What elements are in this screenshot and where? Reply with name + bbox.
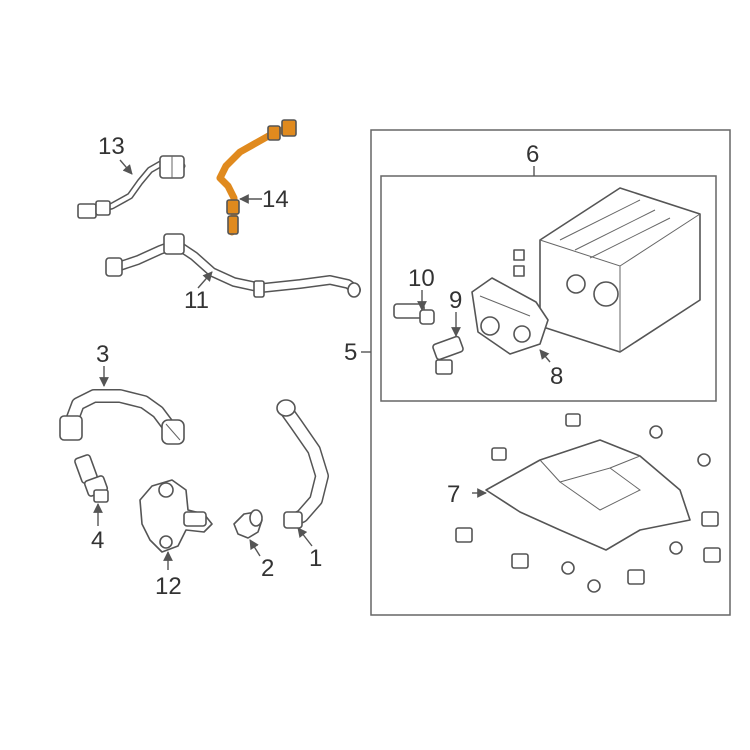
assembly-frame-inner [380, 175, 717, 402]
part-3-curved-hose[interactable] [59, 389, 185, 445]
callout-13: 13 [98, 133, 125, 160]
callout-10: 10 [408, 265, 435, 292]
callout-6: 6 [526, 141, 539, 168]
part-6-canister[interactable] [513, 187, 701, 353]
part-11-long-hose[interactable] [105, 233, 361, 298]
callout-4: 4 [91, 527, 104, 554]
callout-12: 12 [155, 573, 182, 600]
part-10-connector[interactable] [393, 303, 435, 325]
leader-lines [93, 159, 551, 570]
callout-9: 9 [449, 287, 462, 314]
part-13-hose[interactable] [77, 155, 186, 219]
part-9-small-valve[interactable] [432, 335, 464, 375]
callout-11: 11 [184, 287, 209, 314]
part-1-vertical-hose[interactable] [276, 399, 329, 529]
part-7-bracket[interactable] [455, 413, 721, 593]
part-14-vapor-hose[interactable] [216, 119, 297, 236]
callout-2: 2 [261, 555, 274, 582]
callout-14: 14 [262, 186, 289, 213]
callout-5: 5 [344, 339, 357, 366]
part-4-valve[interactable] [74, 454, 109, 503]
callout-8: 8 [550, 363, 563, 390]
assembly-frame-outer [370, 129, 731, 616]
part-2-elbow-fitting[interactable] [233, 509, 263, 539]
callout-1: 1 [309, 545, 322, 572]
callout-3: 3 [96, 341, 109, 368]
part-8-purge-plate[interactable] [471, 277, 549, 355]
part-12-valve-body[interactable] [139, 479, 213, 553]
callout-7: 7 [447, 481, 460, 508]
